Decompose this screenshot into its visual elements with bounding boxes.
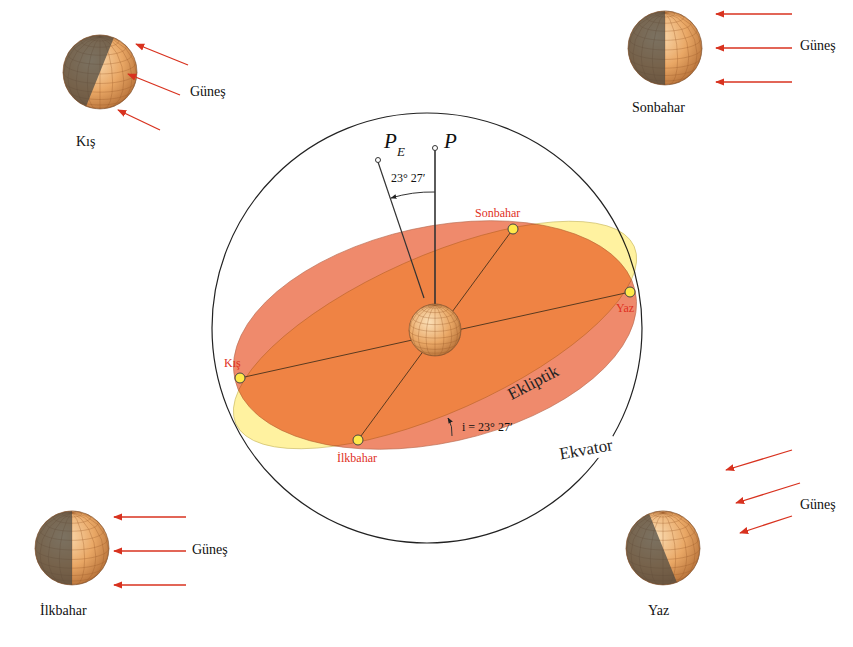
illustration-part bbox=[716, 81, 792, 82]
earth-globe bbox=[52, 24, 137, 109]
illustration-part bbox=[235, 373, 245, 383]
season-caption: Sonbahar bbox=[632, 100, 685, 115]
point-label: Kış bbox=[224, 357, 241, 370]
pole-subscript: E bbox=[397, 145, 405, 159]
axes bbox=[376, 146, 453, 437]
illustration-part bbox=[118, 110, 160, 130]
illustration-part bbox=[136, 44, 188, 65]
illustration-part bbox=[434, 150, 436, 304]
illustration-part bbox=[353, 435, 363, 445]
earth-globe bbox=[409, 304, 461, 356]
illustration-part bbox=[409, 304, 461, 356]
plane-label: Ekvator bbox=[556, 436, 616, 464]
illustration-part bbox=[391, 192, 435, 198]
illustration-part bbox=[114, 550, 186, 551]
illustration-part bbox=[409, 304, 461, 356]
illustration-part bbox=[726, 450, 792, 470]
sun-rays bbox=[114, 14, 800, 585]
illustration-part bbox=[628, 11, 665, 85]
sun-label: Güneş bbox=[192, 542, 228, 557]
point-label: Yaz bbox=[616, 302, 634, 315]
illustration-part bbox=[736, 483, 800, 503]
illustration-part bbox=[52, 24, 114, 106]
illustration-part bbox=[114, 516, 186, 517]
illustration-part bbox=[628, 11, 702, 85]
sun-label: Güneş bbox=[800, 497, 836, 512]
angle-label: i = 23° 27′ bbox=[462, 421, 513, 434]
illustration-part bbox=[716, 47, 792, 48]
illustration-part bbox=[625, 287, 635, 297]
illustration-part bbox=[626, 511, 700, 585]
sun-label: Güneş bbox=[800, 38, 836, 53]
earth-globes bbox=[35, 11, 702, 596]
illustration-part bbox=[128, 74, 180, 95]
illustration-part bbox=[240, 292, 630, 378]
illustration-part bbox=[35, 511, 109, 585]
illustration-part bbox=[615, 514, 677, 596]
illustration-part bbox=[716, 13, 792, 14]
point-label: Sonbahar bbox=[475, 207, 520, 220]
illustration-part bbox=[433, 146, 438, 151]
illustration-part bbox=[448, 418, 452, 436]
illustration-part bbox=[35, 511, 109, 585]
illustration-part bbox=[628, 11, 702, 85]
pole-label: P bbox=[444, 130, 457, 153]
season-caption: İlkbahar bbox=[40, 603, 87, 618]
illustration-part bbox=[628, 11, 702, 85]
illustration-part bbox=[740, 516, 792, 533]
illustration-part bbox=[508, 224, 518, 234]
earth-globe bbox=[615, 511, 700, 596]
angle-label: 23° 27′ bbox=[389, 172, 427, 185]
season-caption: Kış bbox=[76, 134, 95, 149]
pole-label: P bbox=[384, 130, 397, 153]
point-label: İlkbahar bbox=[337, 452, 377, 465]
illustration-part bbox=[35, 511, 72, 585]
earth-globe bbox=[35, 511, 109, 585]
season-caption: Yaz bbox=[648, 603, 669, 618]
illustration-part bbox=[409, 304, 461, 356]
season-points bbox=[235, 224, 635, 445]
illustration-part bbox=[35, 511, 109, 585]
illustration-part bbox=[376, 158, 381, 163]
illustration-part bbox=[114, 584, 186, 585]
illustration-part bbox=[63, 35, 137, 109]
sun-label: Güneş bbox=[190, 84, 226, 99]
earth-globe bbox=[628, 11, 702, 85]
